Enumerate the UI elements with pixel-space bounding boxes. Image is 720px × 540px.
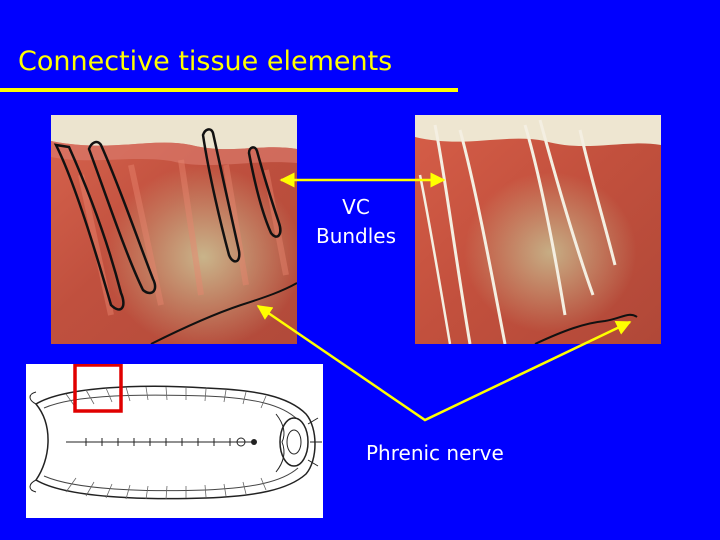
title-underline [0, 88, 458, 92]
vc-label-line-1: VC [342, 195, 370, 219]
vc-label-line-2: Bundles [315, 224, 397, 248]
tissue-photo-outlined [51, 115, 297, 344]
slide-title: Connective tissue elements [18, 46, 393, 77]
diaphragm-diagram [26, 364, 323, 518]
tissue-photo-plain [415, 115, 661, 344]
highlight-box [73, 364, 123, 413]
vc-bundles-label: VC Bundles [296, 193, 416, 251]
phrenic-nerve-label: Phrenic nerve [366, 441, 504, 465]
